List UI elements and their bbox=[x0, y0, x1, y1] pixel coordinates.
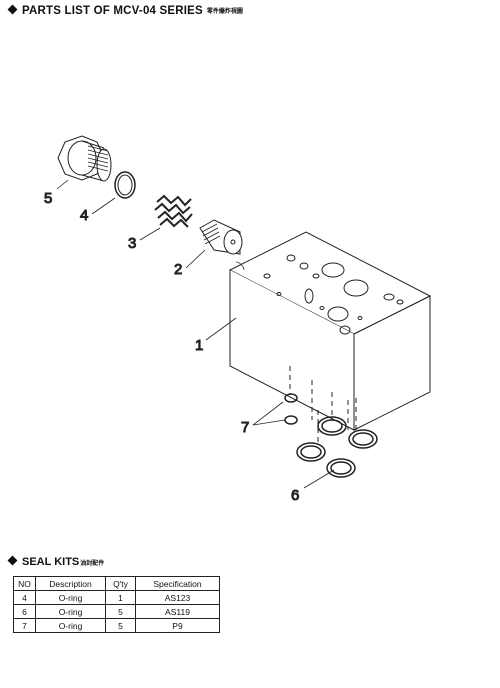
callout-4: 4 bbox=[80, 207, 88, 224]
table-cell: 5 bbox=[105, 618, 136, 633]
seal-kits-subtitle: 油封配件 bbox=[80, 561, 105, 567]
part-plug bbox=[57, 135, 112, 182]
seal-kits-title: SEAL KITS bbox=[22, 556, 80, 568]
callout-1: 1 bbox=[195, 337, 203, 354]
callout-3: 3 bbox=[128, 235, 136, 252]
table-cell: AS123 bbox=[135, 590, 220, 605]
table-cell: O-ring bbox=[35, 618, 106, 633]
column-header: NO bbox=[13, 576, 36, 591]
table-cell: 7 bbox=[13, 618, 36, 633]
seal-kits-heading: SEAL KITS油封配件 bbox=[7, 555, 105, 568]
column-header: Specification bbox=[135, 576, 220, 591]
table-cell: O-ring bbox=[35, 590, 106, 605]
dashed-alignment-lines bbox=[289, 366, 357, 445]
callout-6: 6 bbox=[291, 487, 299, 504]
callout-7: 7 bbox=[241, 419, 249, 436]
part-poppet bbox=[199, 219, 243, 255]
part-spring bbox=[154, 194, 193, 228]
part-o-ring-large bbox=[114, 171, 136, 199]
table-cell: AS119 bbox=[135, 604, 220, 619]
table-cell: O-ring bbox=[35, 604, 106, 619]
table-header-row: NO Description Q'ty Specification bbox=[13, 576, 220, 591]
column-header: Description bbox=[35, 576, 106, 591]
part-manifold-block bbox=[228, 231, 432, 431]
diamond-bullet-icon bbox=[7, 555, 18, 566]
part-o-ring-medium bbox=[296, 416, 378, 478]
table-row: 4 O-ring 1 AS123 bbox=[13, 590, 220, 605]
table-row: 6 O-ring 5 AS119 bbox=[13, 604, 220, 619]
table-cell: P9 bbox=[135, 618, 220, 633]
column-header: Q'ty bbox=[105, 576, 136, 591]
callout-leaders bbox=[56, 179, 335, 489]
page-subtitle: 零件爆炸視圖 bbox=[206, 9, 243, 15]
table-cell: 5 bbox=[105, 604, 136, 619]
callout-2: 2 bbox=[174, 261, 182, 278]
callout-5: 5 bbox=[44, 190, 52, 207]
table-cell: 1 bbox=[105, 590, 136, 605]
seal-kits-table: NO Description Q'ty Specification 4 O-ri… bbox=[13, 576, 220, 633]
page-title-text: PARTS LIST OF MCV-04 SERIES bbox=[22, 5, 203, 17]
table-cell: 4 bbox=[13, 590, 36, 605]
table-row: 7 O-ring 5 P9 bbox=[13, 618, 220, 633]
table-cell: 6 bbox=[13, 604, 36, 619]
